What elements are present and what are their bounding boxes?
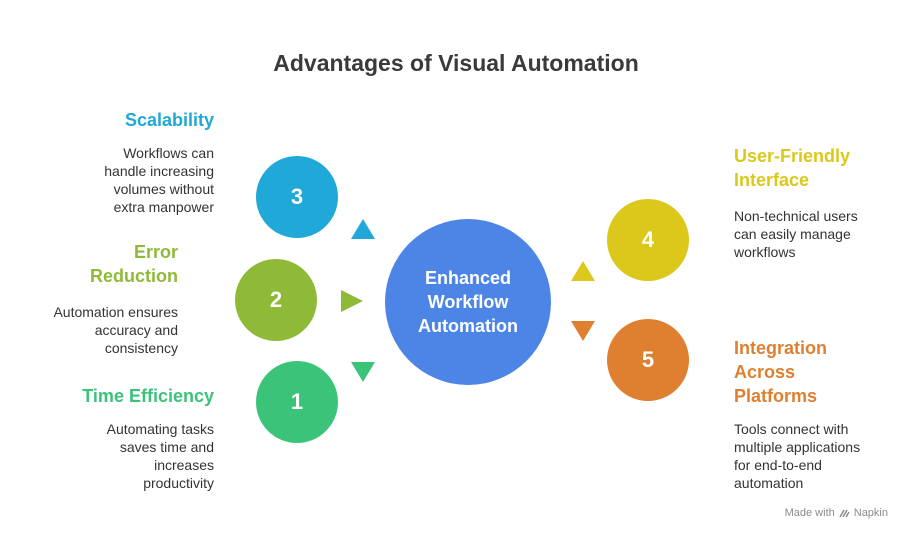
napkin-logo-icon bbox=[839, 509, 850, 517]
error-reduction-heading: Error Reduction bbox=[40, 240, 178, 288]
center-line-3: Automation bbox=[418, 316, 518, 336]
desc-line: volumes without bbox=[113, 181, 214, 197]
desc-line: automation bbox=[734, 475, 804, 491]
desc-line: Automating tasks bbox=[106, 421, 214, 437]
center-line-2: Workflow bbox=[427, 292, 509, 312]
integration-number-circle: 5 bbox=[607, 319, 689, 401]
heading-line: Reduction bbox=[90, 266, 178, 286]
center-line-1: Enhanced bbox=[424, 268, 512, 288]
desc-line: productivity bbox=[143, 475, 214, 491]
integration-description: Tools connect with multiple applications… bbox=[734, 420, 904, 492]
heading-line: User-Friendly bbox=[734, 146, 851, 166]
made-with-napkin: Made with Napkin bbox=[785, 507, 888, 519]
desc-line: workflows bbox=[734, 244, 796, 260]
desc-line: Automation ensures bbox=[53, 304, 178, 320]
desc-line: Tools connect with bbox=[734, 421, 849, 437]
center-node: Enhanced Workflow Automation bbox=[385, 219, 551, 385]
time-efficiency-description: Automating tasks saves time and increase… bbox=[60, 420, 214, 492]
desc-line: Workflows can bbox=[123, 145, 214, 161]
up-triangle-icon bbox=[351, 219, 375, 239]
napkin-brand-label: Napkin bbox=[853, 507, 888, 519]
down-triangle-icon bbox=[351, 362, 375, 382]
desc-line: handle increasing bbox=[104, 163, 214, 179]
desc-line: extra manpower bbox=[113, 199, 214, 215]
desc-line: consistency bbox=[104, 340, 178, 356]
desc-line: multiple applications bbox=[734, 439, 861, 455]
desc-line: for end-to-end bbox=[734, 457, 822, 473]
desc-line: saves time and bbox=[119, 439, 214, 455]
desc-line: accuracy and bbox=[94, 322, 178, 338]
heading-line: Across bbox=[734, 362, 796, 382]
scalability-number-circle: 3 bbox=[256, 156, 338, 238]
error-reduction-number-circle: 2 bbox=[235, 259, 317, 341]
scalability-heading: Scalability bbox=[124, 110, 214, 130]
desc-line: increases bbox=[154, 457, 214, 473]
user-friendly-description: Non-technical users can easily manage wo… bbox=[734, 207, 894, 261]
heading-line: Platforms bbox=[734, 386, 818, 406]
user-friendly-number-circle: 4 bbox=[607, 199, 689, 281]
down-triangle-icon bbox=[571, 321, 595, 341]
diagram-title: Advantages of Visual Automation bbox=[273, 50, 639, 76]
up-triangle-icon bbox=[571, 261, 595, 281]
time-efficiency-number-circle: 1 bbox=[256, 361, 338, 443]
integration-heading: Integration Across Platforms bbox=[734, 336, 894, 408]
scalability-description: Workflows can handle increasing volumes … bbox=[60, 144, 214, 216]
time-efficiency-heading: Time Efficiency bbox=[82, 386, 214, 406]
made-with-label: Made with bbox=[784, 507, 835, 519]
desc-line: can easily manage bbox=[734, 226, 851, 242]
heading-line: Integration bbox=[734, 338, 827, 358]
desc-line: Non-technical users bbox=[734, 208, 858, 224]
heading-line: Error bbox=[133, 242, 178, 262]
user-friendly-heading: User-Friendly Interface bbox=[734, 144, 894, 192]
heading-line: Interface bbox=[734, 170, 810, 190]
right-triangle-icon bbox=[341, 290, 363, 312]
error-reduction-description: Automation ensures accuracy and consiste… bbox=[28, 303, 178, 357]
